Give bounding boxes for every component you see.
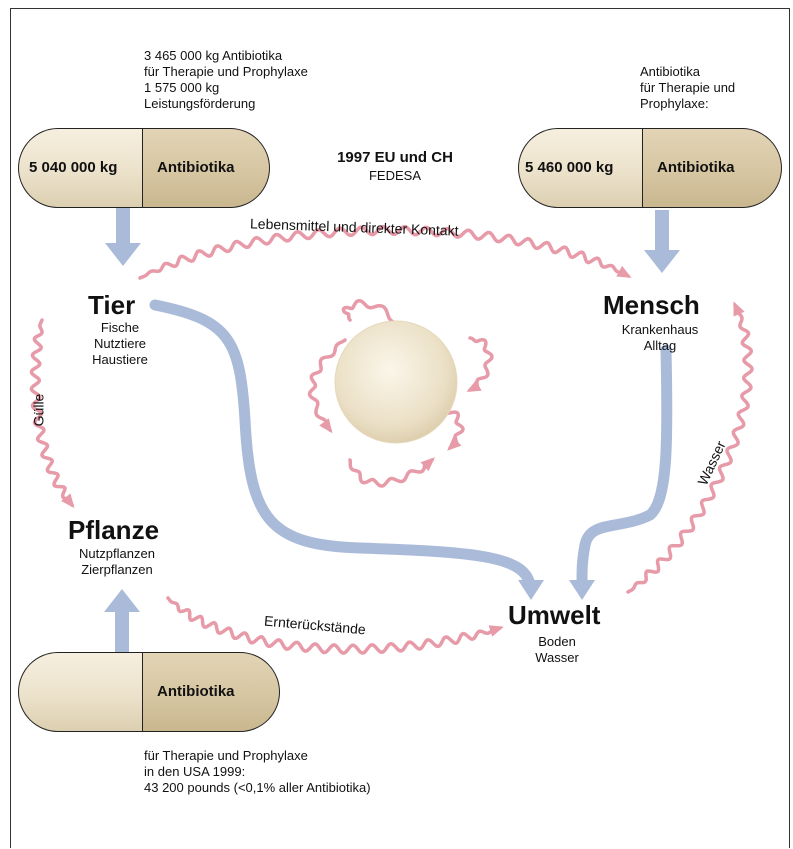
pink-flow-ernte bbox=[166, 596, 504, 655]
node-pflanze-title: Pflanze bbox=[68, 515, 160, 545]
node-umwelt-title: Umwelt bbox=[508, 600, 601, 630]
pink-flow-lebensmittel bbox=[138, 224, 632, 280]
pink-flow-globe-2 bbox=[307, 338, 347, 434]
capsule-left-top-cap: Antibiotika bbox=[142, 128, 270, 208]
capsule-right-top-body: 5 460 000 kg bbox=[518, 128, 642, 208]
node-tier-title: Tier bbox=[88, 290, 136, 320]
blue-arrow-capsule-to-tier bbox=[105, 205, 141, 266]
blue-arrow-capsule-to-mensch bbox=[644, 210, 680, 273]
pink-flow-globe-5 bbox=[348, 457, 435, 488]
globe-icon bbox=[334, 320, 458, 444]
capsule-right-top-amount: 5 460 000 kg bbox=[525, 159, 614, 176]
node-mensch-sub: Krankenhaus Alltag bbox=[621, 322, 699, 353]
capsule-right-top-label: Antibiotika bbox=[657, 159, 735, 176]
note-right-top: Antibiotika für Therapie und Prophylaxe: bbox=[640, 64, 736, 111]
header-title: 1997 EU und CH bbox=[337, 149, 453, 166]
capsule-right-top: 5 460 000 kg Antibiotika bbox=[518, 128, 782, 208]
blue-curve-mensch-to-umwelt bbox=[569, 344, 673, 600]
capsule-left-top-amount: 5 040 000 kg bbox=[29, 159, 118, 176]
pink-flow-wasser bbox=[626, 301, 754, 594]
note-left-top: 3 465 000 kg Antibiotika für Therapie un… bbox=[144, 48, 308, 111]
pink-flow-globe-3 bbox=[466, 336, 494, 392]
capsule-left-top-label: Antibiotika bbox=[157, 159, 235, 176]
capsule-bottom: Antibiotika bbox=[18, 652, 280, 732]
pink-flow-guelle bbox=[29, 318, 75, 509]
node-pflanze-sub: Nutzpflanzen Zierpflanzen bbox=[79, 546, 155, 577]
node-umwelt-sub: Boden Wasser bbox=[535, 634, 579, 665]
capsule-right-top-cap: Antibiotika bbox=[642, 128, 782, 208]
figure-frame bbox=[10, 8, 790, 848]
header-subtitle: FEDESA bbox=[368, 168, 421, 183]
blue-curve-tier-to-umwelt bbox=[149, 299, 544, 600]
blue-arrow-capsule-to-pflanze bbox=[104, 589, 140, 658]
capsule-left-top-body: 5 040 000 kg bbox=[18, 128, 142, 208]
capsule-bottom-cap: Antibiotika bbox=[142, 652, 280, 732]
flow-label-guelle: Gülle bbox=[30, 393, 47, 427]
capsule-left-top: 5 040 000 kg Antibiotika bbox=[18, 128, 270, 208]
note-bottom: für Therapie und Prophylaxe in den USA 1… bbox=[144, 748, 371, 795]
node-tier-sub: Fische Nutztiere Haustiere bbox=[92, 320, 148, 367]
node-mensch-title: Mensch bbox=[603, 290, 700, 320]
capsule-bottom-body bbox=[18, 652, 142, 732]
capsule-bottom-label: Antibiotika bbox=[157, 683, 235, 700]
